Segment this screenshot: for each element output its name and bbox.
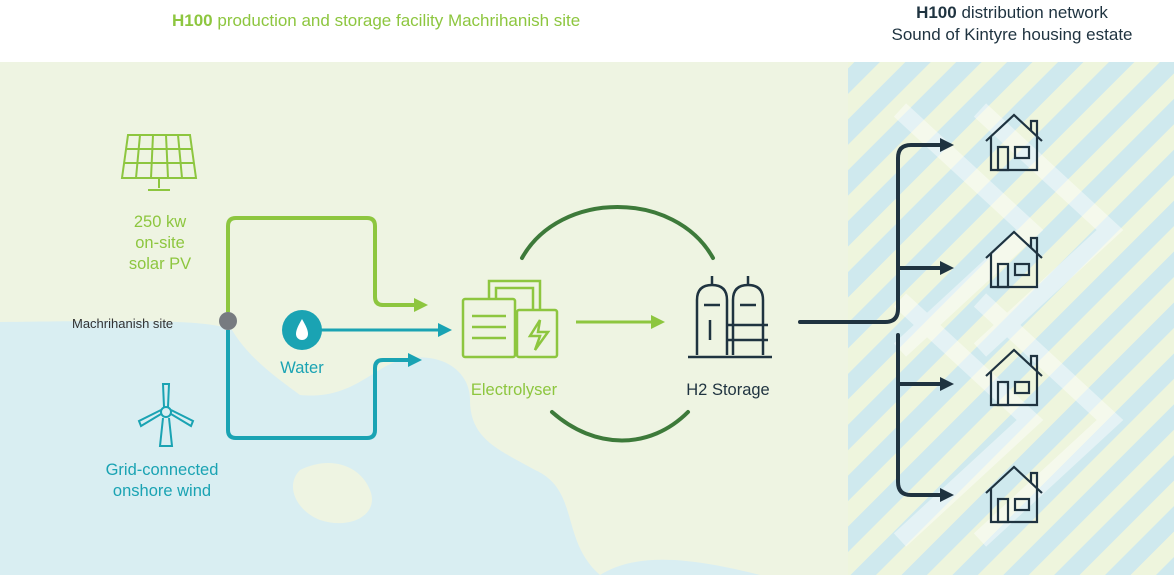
arrow-head — [940, 377, 954, 391]
house-icon — [985, 348, 1043, 407]
wind-label-line1: Grid-connected — [105, 461, 219, 479]
distribution-title-bold: H100 — [916, 3, 957, 22]
distribution-main-line — [798, 143, 942, 497]
arrow-head — [414, 298, 428, 312]
arrow-head — [940, 138, 954, 152]
cycle-arc-top — [520, 205, 715, 260]
house-icon — [985, 230, 1043, 289]
arrow-head — [408, 353, 422, 367]
solar-label-line1: 250 kw — [133, 213, 187, 231]
wind-turbine-icon — [137, 383, 195, 447]
distribution-subtitle: Sound of Kintyre housing estate — [891, 25, 1133, 44]
wind-label-line2: onshore wind — [112, 482, 212, 500]
solar-flow-line — [226, 216, 416, 312]
wind-flow-line — [226, 330, 410, 440]
arrow-head — [651, 315, 665, 329]
house-icon — [985, 113, 1043, 172]
solar-label-line2: on-site — [135, 234, 185, 252]
production-title-bold: H100 — [172, 11, 213, 30]
water-drop-icon — [282, 310, 322, 350]
distribution-title: H100 distribution network Sound of Kinty… — [850, 2, 1174, 46]
solar-label: 250 kw on-site solar PV — [100, 212, 220, 275]
arrow-head — [438, 323, 452, 337]
distribution-title-rest: distribution network — [956, 3, 1108, 22]
site-label: Machrihanish site — [72, 316, 174, 331]
production-title-rest: production and storage facility Machriha… — [212, 11, 581, 30]
island — [292, 462, 372, 524]
house-icon — [985, 465, 1043, 524]
production-title: H100 production and storage facility Mac… — [172, 10, 580, 32]
coast-strip — [600, 559, 760, 575]
electrolyser-icon — [461, 279, 559, 359]
storage-tanks-icon — [688, 276, 772, 359]
solar-panel-icon — [120, 134, 198, 191]
arrow-head — [940, 488, 954, 502]
cycle-arc-bottom — [550, 410, 690, 443]
wind-label: Grid-connected onshore wind — [82, 460, 242, 502]
storage-label: H2 Storage — [686, 381, 770, 399]
site-marker — [219, 312, 237, 330]
solar-label-line3: solar PV — [128, 255, 192, 273]
arrow-head — [940, 261, 954, 275]
land-mass — [0, 62, 850, 575]
electrolyser-label: Electrolyser — [470, 381, 558, 399]
water-label: Water — [280, 359, 324, 377]
